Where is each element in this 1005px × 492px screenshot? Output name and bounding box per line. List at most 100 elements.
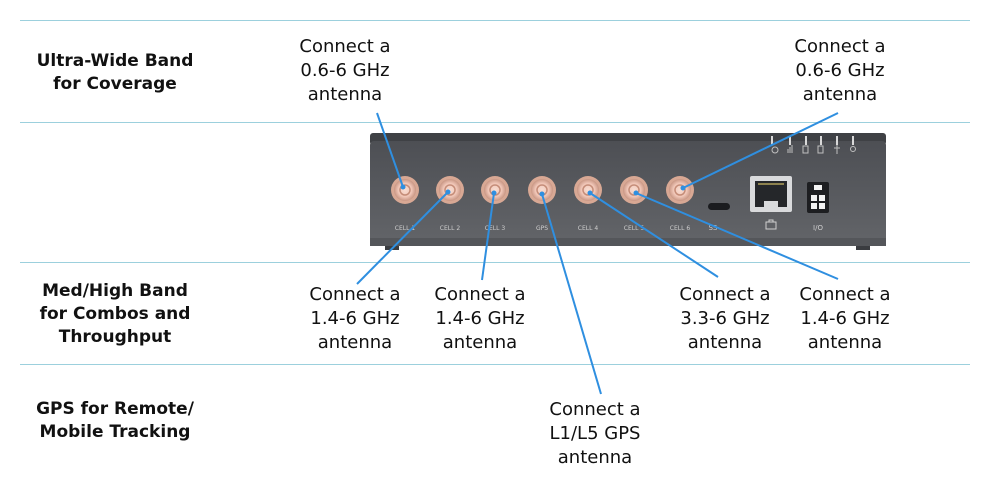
row-label-line: Throughput: [58, 327, 172, 347]
led-indicator: [771, 136, 773, 145]
usb-port-label: SS·: [708, 224, 719, 232]
usb-status-icon: [834, 145, 840, 154]
divider-1: [20, 122, 970, 123]
row-label-med-high: Med/High Band for Combos and Throughput: [20, 280, 210, 349]
callout-line: Connect a: [434, 284, 526, 305]
antenna-port-label: GPS: [536, 225, 548, 232]
callout-cell2: Connect a 1.4-6 GHz antenna: [295, 283, 415, 355]
sma-connector: [531, 179, 553, 201]
sma-connector: [394, 179, 416, 201]
antenna-port-label: CELL 1: [395, 225, 416, 232]
sma-connector: [669, 179, 691, 201]
callout-cell5: Connect a 1.4-6 GHz antenna: [785, 283, 905, 355]
sma-connector-core: [582, 184, 594, 196]
io-connector-latch: [814, 185, 822, 190]
leader-line-gps: [541, 193, 602, 395]
row-label-line: for Coverage: [53, 74, 177, 94]
sim2-status-icon: [817, 145, 824, 154]
sma-connector: [623, 179, 645, 201]
leader-line-cell3: [481, 192, 495, 281]
sim-status-icon: [802, 145, 809, 154]
divider-3: [20, 364, 970, 365]
antenna-port-label: CELL 3: [485, 225, 506, 232]
row-label-line: Med/High Band: [42, 281, 188, 301]
row-label-line: Ultra-Wide Band: [36, 51, 194, 71]
callout-line: Connect a: [299, 36, 391, 57]
callout-line: Connect a: [309, 284, 401, 305]
callout-cell4: Connect a 3.3-6 GHz antenna: [665, 283, 785, 355]
leader-line-endpoint: [400, 184, 406, 190]
led-indicator: [820, 136, 822, 145]
io-port-label: I/O: [813, 224, 823, 232]
callout-line: 0.6-6 GHz: [795, 60, 885, 81]
antenna-port-label: CELL 5: [624, 225, 645, 232]
antenna-port-label: CELL 4: [578, 225, 599, 232]
leader-line-cell1: [376, 112, 404, 188]
callout-line: 1.4-6 GHz: [435, 308, 525, 329]
router-bottom-strip: [370, 238, 886, 246]
led-indicator: [789, 136, 791, 145]
row-label-line: for Combos and: [39, 304, 191, 324]
sma-connector-core: [674, 184, 686, 196]
callout-line: antenna: [307, 84, 383, 105]
callout-line: 0.6-6 GHz: [300, 60, 390, 81]
callout-line: 1.4-6 GHz: [800, 308, 890, 329]
power-status-icon: [771, 146, 779, 154]
status-icon-row: [771, 145, 856, 154]
status-led-row: [771, 136, 854, 145]
row-label-gps: GPS for Remote/ Mobile Tracking: [20, 398, 210, 444]
callout-line: antenna: [442, 332, 518, 353]
io-connector-pin: [811, 195, 817, 201]
leader-line-endpoint: [680, 185, 686, 191]
leader-line-cell5: [635, 192, 839, 280]
callout-line: antenna: [802, 84, 878, 105]
io-connector-pin: [811, 203, 817, 209]
leader-line-endpoint: [633, 190, 639, 196]
callout-line: Connect a: [799, 284, 891, 305]
ethernet-icon-tab: [768, 219, 774, 222]
ethernet-port-icon: [765, 219, 777, 230]
callout-line: antenna: [557, 447, 633, 468]
divider-top: [20, 20, 970, 21]
signal-status-icon: [787, 145, 793, 153]
leader-line-endpoint: [491, 190, 497, 196]
gps-status-icon: [850, 146, 856, 152]
sma-connector-core: [399, 184, 411, 196]
ethernet-icon-body: [765, 221, 777, 230]
led-indicator: [852, 136, 854, 145]
sma-connector-core: [628, 184, 640, 196]
callout-line: antenna: [687, 332, 763, 353]
callout-line: antenna: [807, 332, 883, 353]
leader-line-endpoint: [539, 191, 545, 197]
leader-line-cell4: [589, 192, 719, 278]
callout-top-right: Connect a 0.6-6 GHz antenna: [780, 35, 900, 107]
callout-line: 1.4-6 GHz: [310, 308, 400, 329]
ethernet-port: [750, 176, 792, 212]
callout-line: L1/L5 GPS: [549, 423, 641, 444]
leader-line-endpoint: [587, 190, 593, 196]
router-foot-right: [856, 246, 870, 250]
callout-line: 3.3-6 GHz: [680, 308, 770, 329]
io-power-connector: [807, 182, 829, 213]
sma-connector: [484, 179, 506, 201]
row-label-line: GPS for Remote/: [36, 399, 194, 419]
io-connector-pin: [819, 203, 825, 209]
row-label-line: Mobile Tracking: [39, 422, 191, 442]
divider-2: [20, 262, 970, 263]
leader-line-endpoint: [445, 189, 451, 195]
row-label-ultra-wide: Ultra-Wide Band for Coverage: [20, 50, 210, 96]
io-connector-pin: [819, 195, 825, 201]
usb-c-port: [708, 203, 730, 210]
ethernet-port-tab: [764, 201, 778, 207]
leader-line-cell2: [356, 191, 449, 285]
led-indicator: [836, 136, 838, 145]
leader-line-cell6: [682, 112, 839, 189]
callout-line: antenna: [317, 332, 393, 353]
callout-cell3: Connect a 1.4-6 GHz antenna: [420, 283, 540, 355]
callout-line: Connect a: [549, 399, 641, 420]
callout-gps: Connect a L1/L5 GPS antenna: [535, 398, 655, 470]
callout-top-left: Connect a 0.6-6 GHz antenna: [285, 35, 405, 107]
antenna-port-label: CELL 6: [670, 225, 691, 232]
